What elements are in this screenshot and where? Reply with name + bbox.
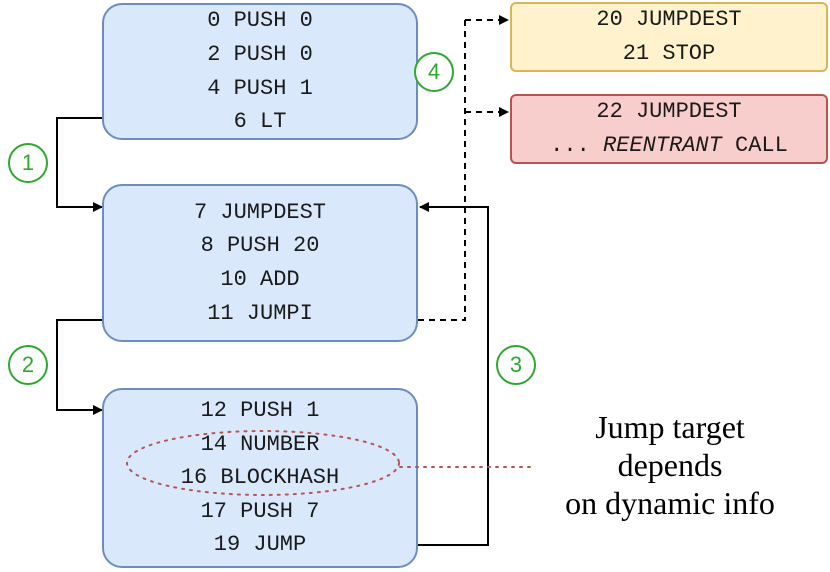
edge-c-to-b xyxy=(418,202,489,546)
call-suffix: CALL xyxy=(721,133,788,158)
instruction-line: 19 JUMP xyxy=(213,532,307,558)
instruction-line: 20 JUMPDEST xyxy=(596,7,742,32)
annotation-note: Jump target depends on dynamic info xyxy=(540,408,800,522)
step-marker-1: 1 xyxy=(8,143,48,183)
basic-block-0: 0 PUSH 0 2 PUSH 0 4 PUSH 1 6 LT xyxy=(102,3,418,140)
annotation-line: depends xyxy=(617,447,723,483)
instruction-line: 12 PUSH 1 xyxy=(200,398,320,424)
annotation-line: on dynamic info xyxy=(565,485,775,521)
instruction-line: 16 BLOCKHASH xyxy=(180,465,340,491)
reentrant-label: REENTRANT xyxy=(602,133,722,158)
instruction-line: 7 JUMPDEST xyxy=(193,199,327,225)
instruction-line: 6 LT xyxy=(233,109,287,135)
step-marker-4: 4 xyxy=(414,52,454,92)
basic-block-reentrant-call: 22 JUMPDEST ... REENTRANT CALL xyxy=(510,94,828,164)
annotation-line: Jump target xyxy=(595,409,745,445)
instruction-line: 10 ADD xyxy=(220,267,300,292)
instruction-line: 17 PUSH 7 xyxy=(200,498,320,524)
basic-block-stop: 20 JUMPDEST 21 STOP xyxy=(510,2,828,72)
edge-jumpi-dashed xyxy=(418,20,466,321)
instruction-line: 14 NUMBER xyxy=(200,431,320,457)
step-marker-3: 3 xyxy=(496,345,536,385)
basic-block-7: 7 JUMPDEST 8 PUSH 20 10 ADD 11 JUMPI xyxy=(102,184,418,342)
instruction-line: 11 JUMPI xyxy=(207,300,313,326)
basic-block-12: 12 PUSH 1 14 NUMBER 16 BLOCKHASH 17 PUSH… xyxy=(102,388,418,568)
instruction-line: 2 PUSH 0 xyxy=(207,41,313,67)
edge-a-to-b xyxy=(56,117,104,212)
instruction-line: 0 PUSH 0 xyxy=(207,8,313,34)
instruction-line: 8 PUSH 20 xyxy=(200,233,320,259)
instruction-line: ... REENTRANT CALL xyxy=(550,129,788,163)
instruction-line: 4 PUSH 1 xyxy=(207,75,313,101)
instruction-line: 22 JUMPDEST xyxy=(596,99,742,124)
call-prefix: ... xyxy=(550,133,603,158)
instruction-line: 21 STOP xyxy=(622,41,716,66)
step-marker-2: 2 xyxy=(8,345,48,385)
edge-b-to-c xyxy=(56,319,104,415)
